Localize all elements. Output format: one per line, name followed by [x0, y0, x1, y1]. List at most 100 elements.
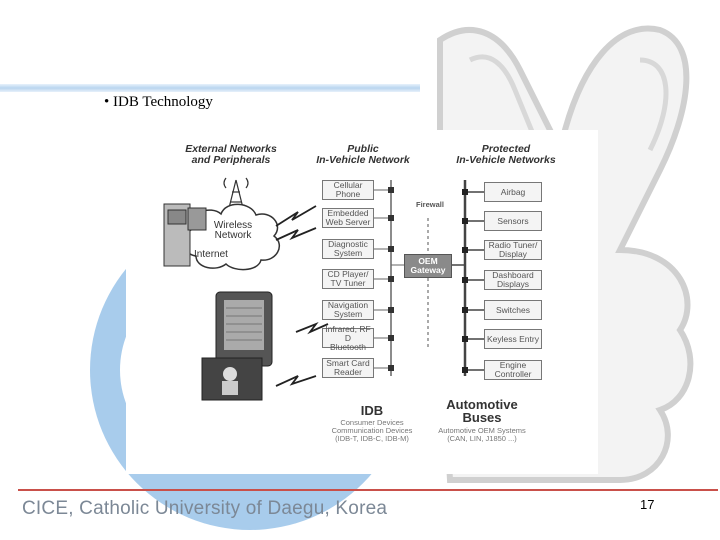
box-line: TV Tuner [330, 278, 366, 288]
box-line: Keyless Entry [487, 333, 539, 344]
footer-text: CICE, Catholic University of Daegu, Kore… [22, 498, 388, 519]
protected-tap [462, 218, 468, 224]
desktop-computer [163, 203, 207, 267]
protected-tap [462, 189, 468, 195]
footer-divider [18, 489, 718, 491]
box-airbag: Airbag [484, 182, 542, 202]
protected-tap [462, 307, 468, 313]
cloud-line-wireless: Wireless [213, 220, 253, 231]
protected-taps [462, 189, 468, 373]
oem-gateway: OEM Gateway [404, 254, 452, 278]
wireless-bolts [275, 205, 329, 387]
box-radio-tuner-display: Radio Tuner/Display [484, 240, 542, 260]
idb-caption-line: Communication Devices [331, 426, 413, 435]
wireless-cloud [183, 203, 280, 271]
box-line: CD Player/ [327, 269, 369, 279]
box-line: Display [499, 249, 527, 259]
cloud-line-network: Network [214, 230, 252, 241]
background-hand-finger [639, 57, 669, 152]
public-tap [388, 307, 394, 313]
box-line: Cellular [333, 180, 363, 190]
header-external-line1: External Networks [185, 143, 277, 155]
idb-caption: Consumer Devices Communication Devices (… [312, 419, 432, 443]
buses-caption-line: Automotive OEM Systems [438, 426, 526, 435]
box-line: Infrared, RF D [325, 323, 371, 343]
header-protected-line1: Protected [481, 143, 531, 155]
public-tap [388, 246, 394, 252]
header-external-line2: and Peripherals [191, 154, 271, 166]
header-public: Public In-Vehicle Network [308, 144, 418, 166]
gateway-line1: OEM [418, 256, 438, 266]
idb-caption-line: (IDB-T, IDB-C, IDB-M) [335, 434, 409, 443]
protected-stubs [465, 191, 484, 371]
bullet-mark: • [104, 94, 110, 110]
public-tap [388, 335, 394, 341]
protected-tap [462, 277, 468, 283]
background-hand-fold [468, 54, 563, 201]
buses-title: Automotive Buses [432, 398, 532, 424]
public-tap [388, 276, 394, 282]
header-external: External Networks and Peripherals [176, 144, 286, 166]
cloud-label: Wireless Network [198, 221, 268, 241]
tower-wave-left [223, 177, 227, 189]
desktop-screen [167, 209, 187, 225]
bolt [275, 375, 317, 387]
buses-title-line: Buses [462, 410, 502, 425]
box-line: System [333, 248, 363, 258]
protected-tap [462, 247, 468, 253]
card-photo-body [222, 381, 238, 395]
box-line: Engine [499, 360, 527, 370]
box-line: Diagnostic [328, 239, 368, 249]
box-sensors: Sensors [484, 211, 542, 231]
header-public-line2: In-Vehicle Network [316, 154, 410, 166]
box-line: Smart Card [326, 358, 370, 368]
idb-title: IDB [360, 403, 384, 418]
desktop-monitor [187, 207, 207, 231]
box-line: Displays [496, 279, 530, 289]
public-tap [388, 215, 394, 221]
bullet-text: IDB Technology [113, 94, 213, 110]
box-cd-player-tv-tuner: CD Player/TV Tuner [322, 269, 374, 289]
box-line: Dashboard [492, 270, 534, 280]
buses-caption-line: (CAN, LIN, J1850 ...) [447, 434, 517, 443]
title-bar-decoration [0, 84, 420, 92]
bolt [275, 227, 317, 241]
protected-tap [462, 336, 468, 342]
box-line: Airbag [500, 186, 526, 197]
bolt [295, 321, 329, 335]
header-protected-line2: In-Vehicle Networks [456, 154, 556, 166]
box-line: Phone [335, 189, 361, 199]
header-public-line1: Public [347, 143, 379, 155]
box-line: Navigation [327, 300, 369, 310]
cloud-internet-label: Internet [194, 249, 228, 260]
bullet-title: • IDB Technology [104, 94, 213, 111]
card-photo-head [223, 367, 237, 381]
idb-caption-line: Consumer Devices [340, 418, 404, 427]
box-line: Reader [334, 367, 362, 377]
page-number: 17 [640, 497, 655, 512]
box-line: Radio Tuner/ [488, 240, 538, 250]
buses-title-line: Automotive [446, 397, 518, 412]
box-keyless-entry: Keyless Entry [484, 329, 542, 349]
box-line: System [333, 309, 363, 319]
box-switches: Switches [484, 300, 542, 320]
firewall-label: Firewall [416, 200, 444, 209]
public-taps [388, 187, 394, 371]
pda-screen-lines [226, 307, 262, 341]
header-protected: Protected In-Vehicle Networks [444, 144, 568, 166]
diagram-wiring [163, 177, 484, 401]
protected-tap [462, 367, 468, 373]
buses-caption: Automotive OEM Systems (CAN, LIN, J1850 … [422, 427, 542, 443]
idb-diagram: External Networks and Peripherals Public… [126, 130, 598, 474]
box-line: Web Server [325, 217, 371, 227]
public-tap [388, 365, 394, 371]
box-line: Switches [495, 304, 530, 315]
public-tap [388, 187, 394, 193]
